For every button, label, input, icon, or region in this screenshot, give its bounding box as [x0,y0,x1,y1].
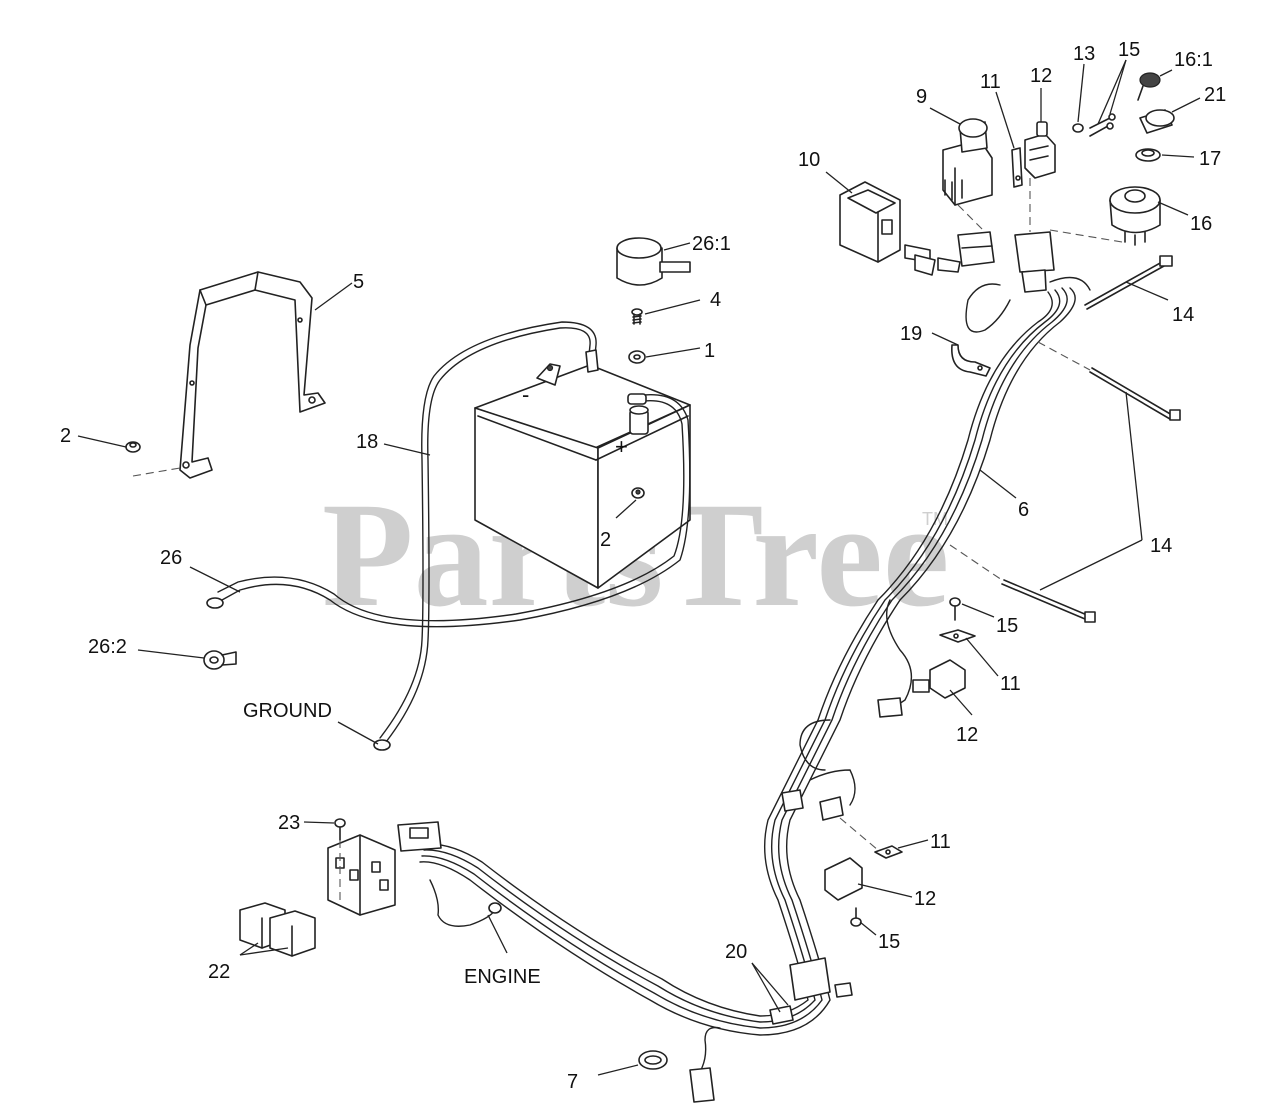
main-harness [419,276,1091,1076]
callout-6: 6 [1018,499,1029,521]
callout-19: 19 [900,323,922,345]
relay-screw [334,818,346,841]
grommet [638,1050,668,1070]
engine-label: ENGINE [464,966,541,988]
callout-15-mid: 15 [996,615,1018,637]
bracket-11-top [1011,147,1023,188]
ignition-switch [1109,186,1161,246]
callout-11-mid: 11 [1000,673,1021,695]
callout-4: 4 [710,289,721,311]
callout-15-low: 15 [878,931,900,953]
cable-tie-14-top [1084,255,1173,310]
switch-12-mid [912,659,966,699]
ground-label: GROUND [243,700,332,722]
callout-14: 14 [1150,535,1172,557]
callout-22: 22 [208,961,230,983]
terminal-bolt [631,308,643,325]
terminal-washer [628,350,646,364]
callout-13: 13 [1073,43,1095,65]
callout-2-battery-nut: 2 [600,529,611,551]
callout-16: 16 [1190,213,1212,235]
washer-13 [1072,123,1084,133]
callout-10: 10 [798,149,820,171]
callout-labels: 2 5 26:1 4 1 2 18 26 26:2 GROUND 6 7 10 … [60,39,1226,1093]
switch-10 [839,181,901,263]
callout-7: 7 [567,1071,578,1093]
cable-ties-14 [1001,367,1181,623]
callout-26: 26 [160,547,182,569]
ignition-nut-17 [1135,148,1161,162]
callout-20: 20 [725,941,747,963]
callout-26-1: 26:1 [692,233,731,255]
relay-socket-block [327,834,396,916]
callout-5: 5 [353,271,364,293]
harness-connectors [397,231,1055,1103]
assembly-guides [839,178,1123,851]
screw-15-low [850,907,862,927]
key-16-1 [1137,72,1161,101]
negative-terminal-sign: - [522,382,529,407]
positive-terminal-sign: + [615,434,628,459]
battery: - + [474,363,691,589]
callout-26-2: 26:2 [88,636,127,658]
callout-11-low: 11 [930,831,951,853]
callout-17: 17 [1199,148,1221,170]
callout-9: 9 [916,86,927,108]
callout-23: 23 [278,812,300,834]
terminal-cover [616,237,691,286]
callout-12-low: 12 [914,888,936,910]
switch-9 [942,118,993,206]
switch-12-low [819,796,863,901]
callout-2-strap-nut: 2 [60,425,71,447]
strap-nut [125,441,141,453]
callout-11-top: 11 [980,71,1001,93]
relay-pair [239,902,316,957]
bracket-11-low [874,845,903,859]
screws-15-top [1089,113,1116,137]
battery-nut [631,487,645,499]
callout-14-top: 14 [1172,304,1194,326]
switch-12-top [1024,121,1056,179]
callout-16-1: 16:1 [1174,49,1213,71]
callout-12-top: 12 [1030,65,1052,87]
battery-cables [206,321,691,751]
clamp-19 [951,344,991,377]
callout-1: 1 [704,340,715,362]
ring-terminal [203,650,237,670]
ignition-key-21 [1139,109,1175,134]
callout-21: 21 [1204,84,1226,106]
callout-18: 18 [356,431,378,453]
screw-15-mid [949,597,961,621]
callout-15-top: 15 [1118,39,1140,61]
callout-12-mid: 12 [956,724,978,746]
battery-strap [179,271,326,479]
leader-lines [77,59,1201,1076]
